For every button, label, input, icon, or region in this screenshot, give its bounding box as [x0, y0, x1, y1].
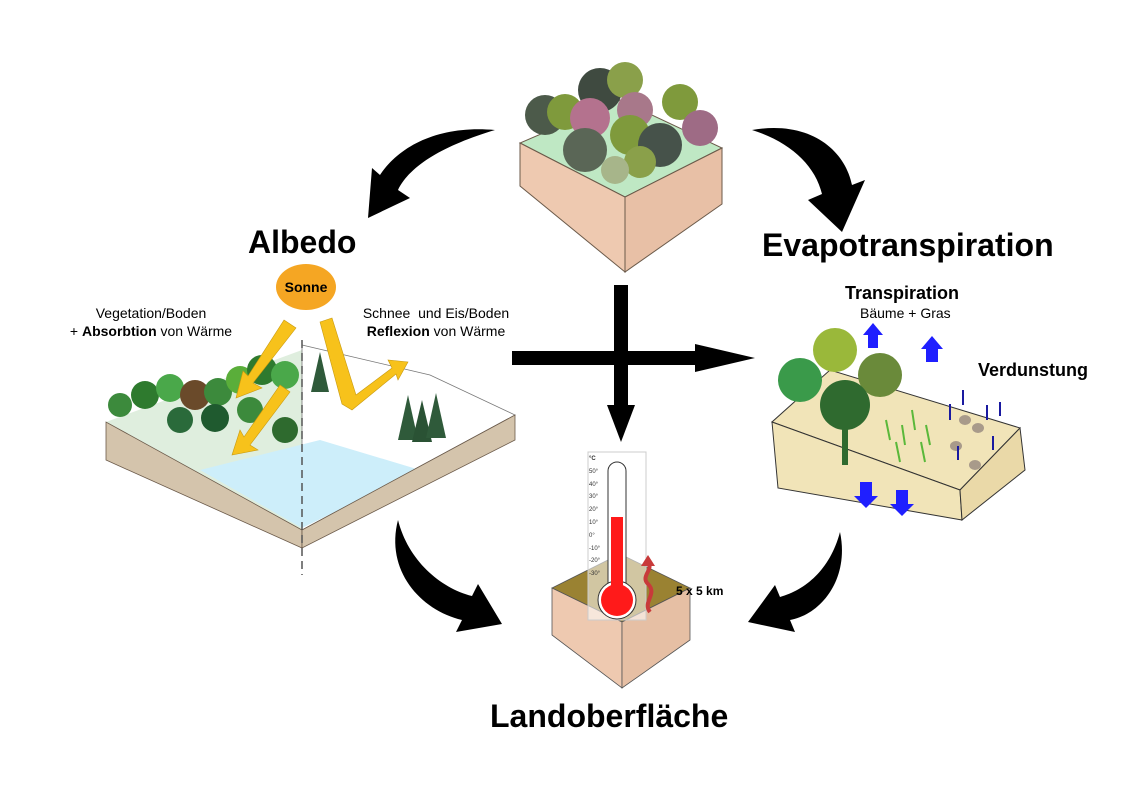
evaporation-label: Verdunstung — [978, 360, 1089, 380]
sun-rays — [231, 317, 409, 456]
forest-block — [518, 62, 724, 274]
sun-icon: Sonne — [276, 264, 336, 310]
vegetation-caption: Vegetation/Boden + Absorbtion von Wärme — [56, 304, 246, 340]
land-surface-title: Landoberfläche — [490, 698, 729, 734]
evaporation-small-arrows — [949, 390, 1001, 460]
evapo-trees — [778, 328, 902, 465]
caption-suffix: von Wärme — [429, 323, 506, 339]
thermometer-tick: -20° — [589, 558, 601, 565]
curved-arrow-albedo-to-land — [395, 520, 502, 632]
thermometer-unit: °C — [589, 456, 596, 462]
reflection-term: Reflexion — [366, 323, 430, 339]
scale-label: 5 x 5 km — [676, 584, 724, 598]
vegetation-trees — [108, 355, 299, 443]
caption-prefix: + — [69, 323, 82, 339]
sun-label: Sonne — [284, 279, 328, 295]
grass-patches — [885, 409, 931, 463]
land-surface-block — [551, 451, 691, 689]
thermometer-tick: 30° — [589, 494, 599, 501]
thermometer-tick: -30° — [589, 571, 601, 578]
percolation-down-arrows — [854, 482, 914, 516]
thermometer-scale: °C 50° 40° 30° 20° 10° 0° -10° -20° -30° — [589, 453, 607, 581]
transpiration-up-arrows — [863, 323, 943, 362]
albedo-title: Albedo — [248, 224, 357, 260]
curved-arrow-to-evapotranspiration — [752, 128, 865, 232]
thermometer-tick: 0° — [589, 532, 595, 539]
evapotranspiration-title: Evapotranspiration — [762, 227, 1054, 263]
thermometer-tick: 50° — [589, 468, 599, 475]
curved-arrow-to-albedo — [368, 129, 495, 218]
caption-suffix: von Wärme — [156, 323, 233, 339]
transpiration-label: Transpiration — [845, 283, 960, 303]
snow-caption: Schnee und Eis/Boden Reflexion von Wärme — [350, 304, 522, 340]
transpiration-sublabel: Bäume + Gras — [860, 305, 951, 321]
curved-arrow-evapo-to-land — [748, 532, 842, 632]
conifer-trees — [311, 352, 446, 442]
thermometer-tick: 40° — [589, 481, 599, 488]
thermometer-tick: 10° — [589, 519, 599, 526]
thermometer-tick: 20° — [589, 507, 599, 514]
snow-caption-line1: Schnee und Eis/Boden — [362, 305, 510, 321]
absorption-term: Absorbtion — [81, 323, 157, 339]
thermometer — [597, 461, 637, 620]
thermometer-fill — [611, 517, 623, 597]
albedo-landscape — [105, 317, 516, 575]
thermometer-tick: -10° — [589, 545, 601, 552]
evapotranspiration-block — [771, 323, 1026, 521]
forest-trees — [525, 62, 718, 184]
vegetation-caption-line1: Vegetation/Boden — [95, 305, 207, 321]
cross-arrows — [512, 285, 755, 442]
heat-flow-arrow — [643, 560, 654, 614]
